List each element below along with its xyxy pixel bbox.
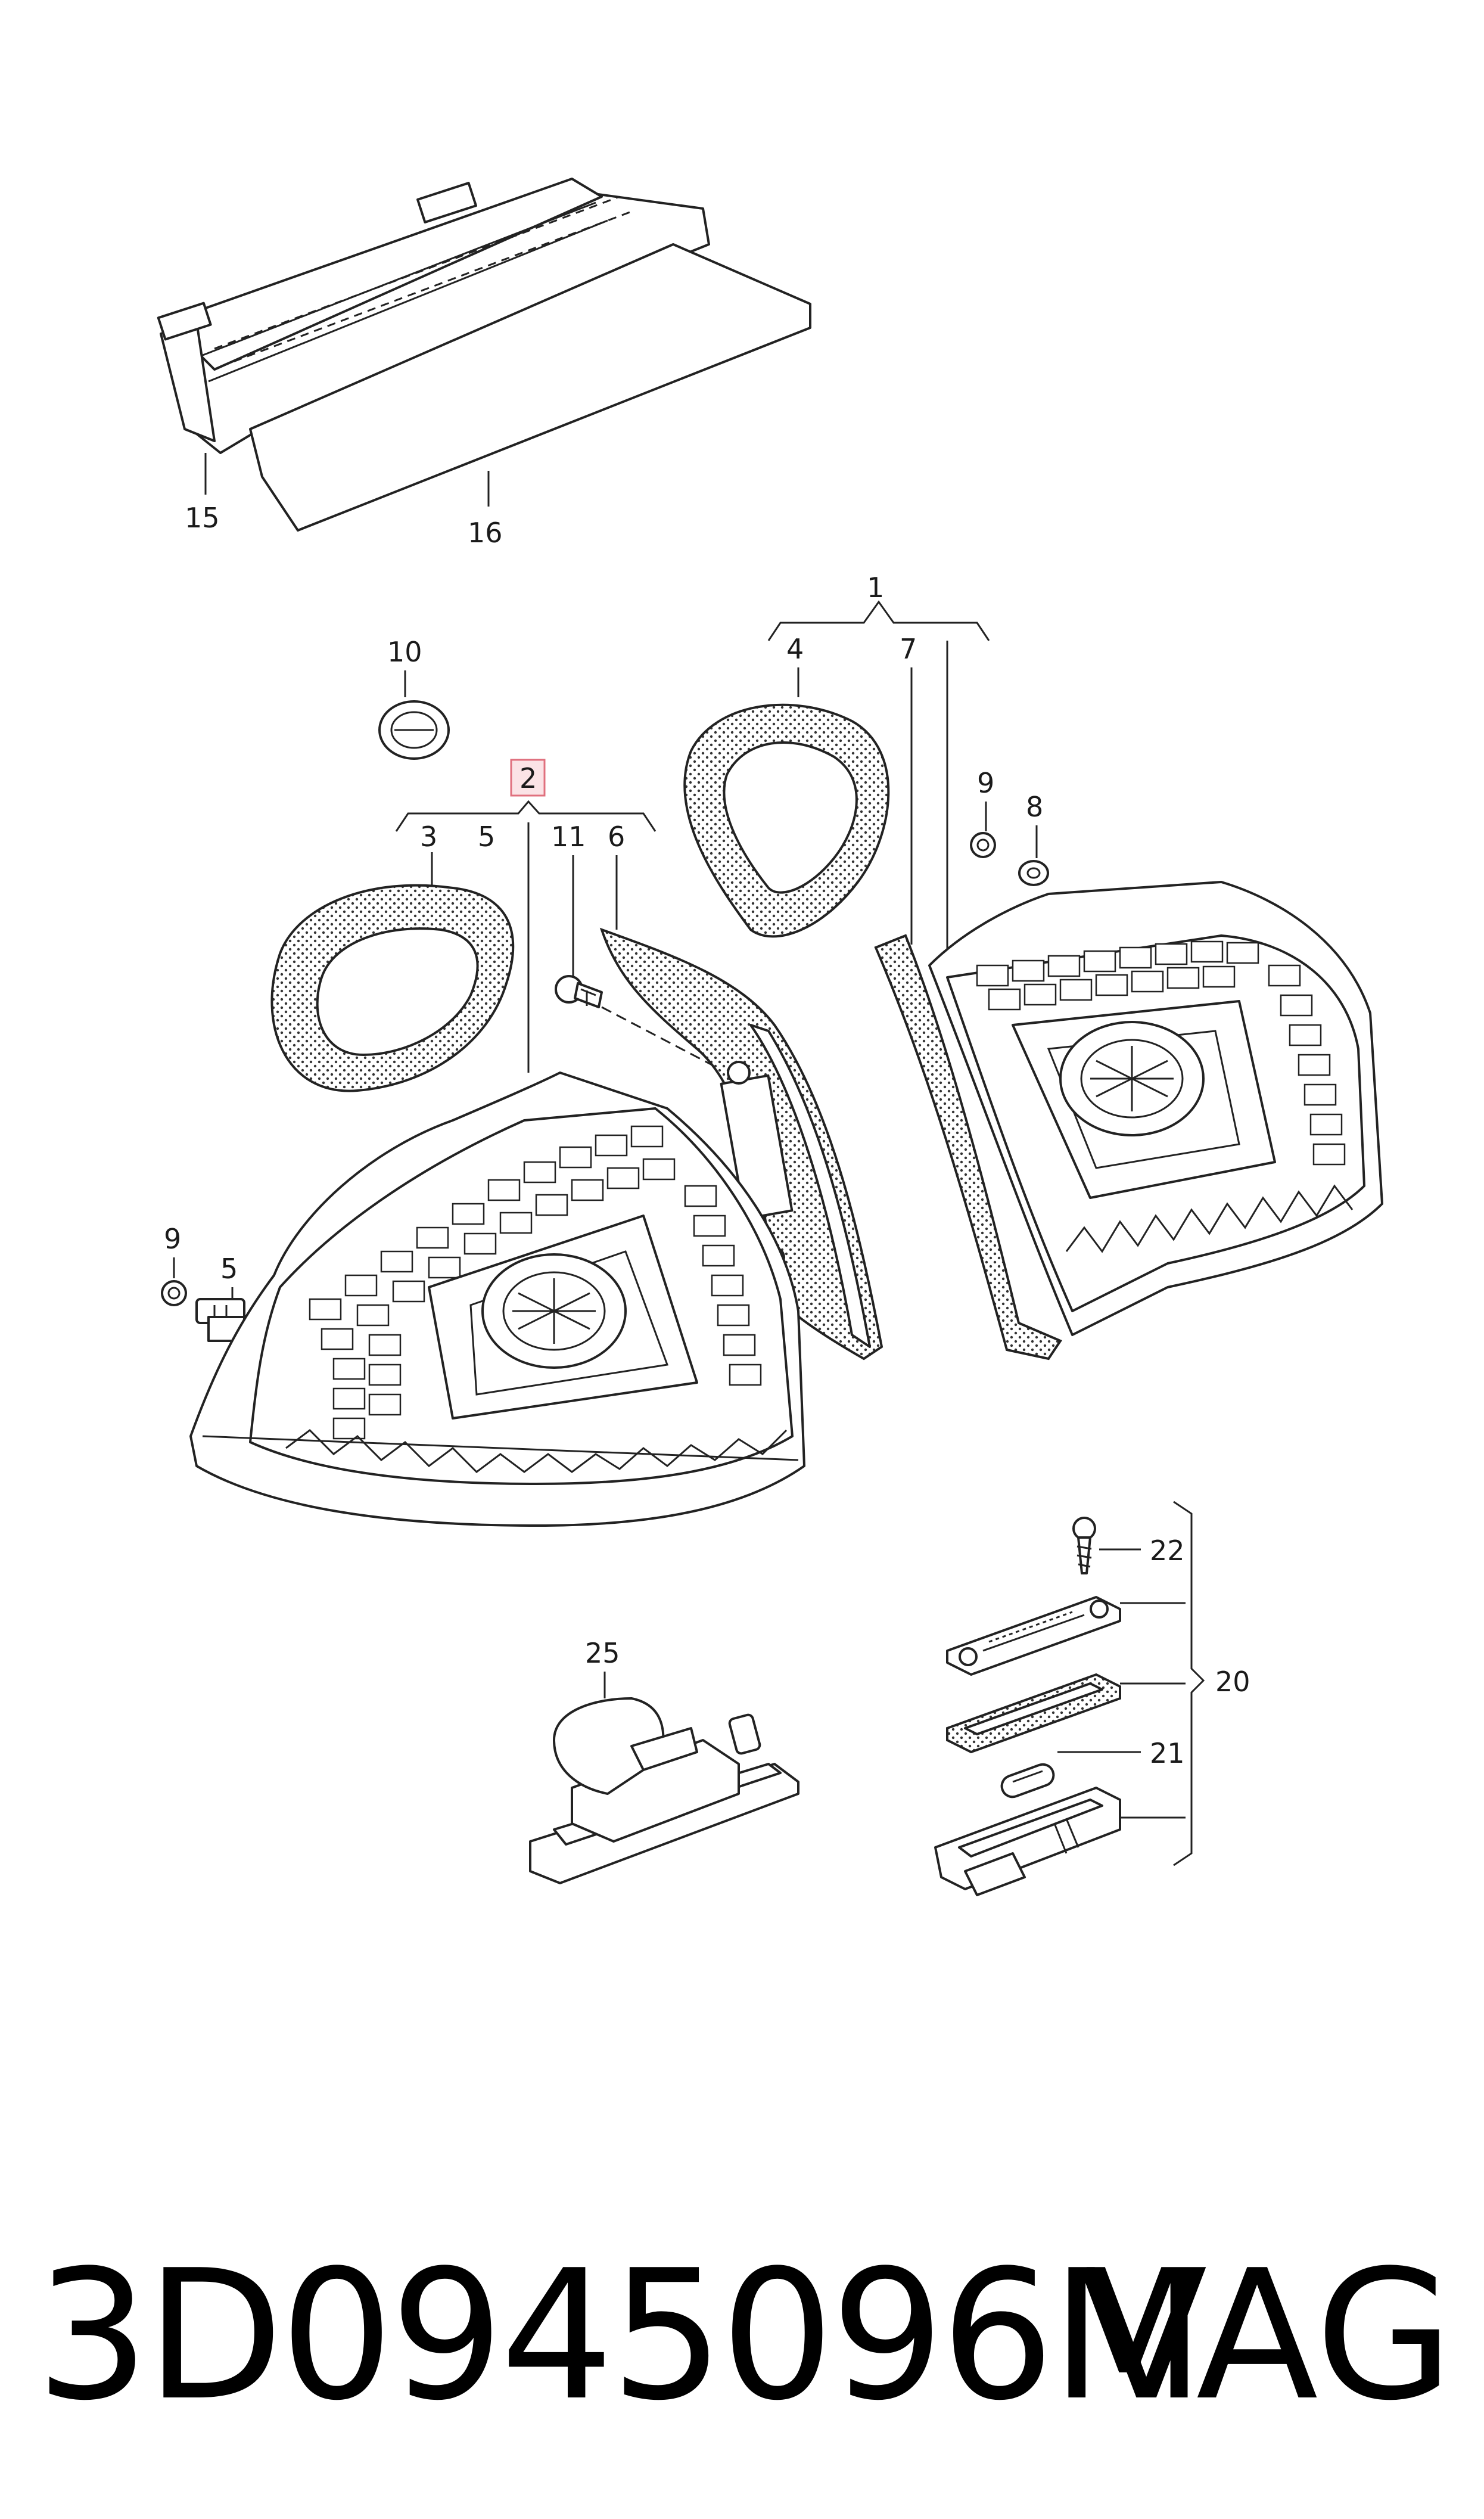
callout-15: 15 [185,502,220,534]
part-20-gasket [946,1673,1121,1754]
outer-light-led-grid [309,1125,762,1440]
inner-tail-light [928,881,1383,1336]
part-20-lens-top [946,1596,1121,1676]
inner-light-reflector [1059,1021,1205,1136]
callout-5-left: 5 [220,1253,238,1285]
callout-1: 1 [867,571,884,604]
callout-6: 6 [608,821,625,853]
callout-11: 11 [551,821,586,853]
callout-16: 16 [468,517,503,549]
callout-9-left: 9 [164,1223,181,1255]
part-11-screw [555,975,727,1074]
bracket-assembly-2 [395,800,657,832]
callout-9-right: 9 [977,767,994,799]
callout-20: 20 [1215,1666,1250,1698]
part-9-clip-right [970,832,996,858]
parts-diagram: 15 16 1 4 7 10 2 3 5 11 6 9 [157,178,1383,1896]
inner-light-led-grid [976,940,1346,1166]
high-level-brake-light [157,178,811,532]
brand-label: VAG [1085,2232,1454,2440]
footer: 3D0945096M VAG [36,2229,1454,2443]
callout-22: 22 [1150,1535,1185,1567]
callout-3: 3 [420,821,437,853]
callout-25: 25 [585,1637,620,1669]
part-8-washer [1018,860,1049,886]
callout-5: 5 [478,821,495,853]
bracket-assembly-1 [767,600,990,641]
part-22-screw [1072,1517,1096,1574]
brake-light-lens-cover [249,243,811,532]
callout-21: 21 [1150,1737,1185,1769]
part-number: 3D0945096M [36,2232,1205,2440]
callout-8: 8 [1026,791,1043,823]
part-3-gasket [270,884,515,1092]
part-20-housing [934,1787,1121,1896]
part-25-license-lamp [529,1697,799,1884]
outer-light-reflector [481,1253,627,1369]
callout-10: 10 [387,636,422,668]
callout-2: 2 [519,762,537,794]
callout-2-highlight [510,759,546,797]
bracket-assembly-20 [1173,1501,1205,1866]
part-4-gasket [683,703,890,938]
part-10-grommet [378,700,450,760]
callout-7: 7 [900,633,917,665]
callout-4: 4 [786,633,804,665]
part-7-seal-strip [874,934,1062,1361]
part-9-clip-left [161,1280,187,1306]
part-21-bulb [1000,1763,1055,1799]
outer-tail-light [189,1071,805,1527]
brake-light-led-strip [214,195,632,368]
